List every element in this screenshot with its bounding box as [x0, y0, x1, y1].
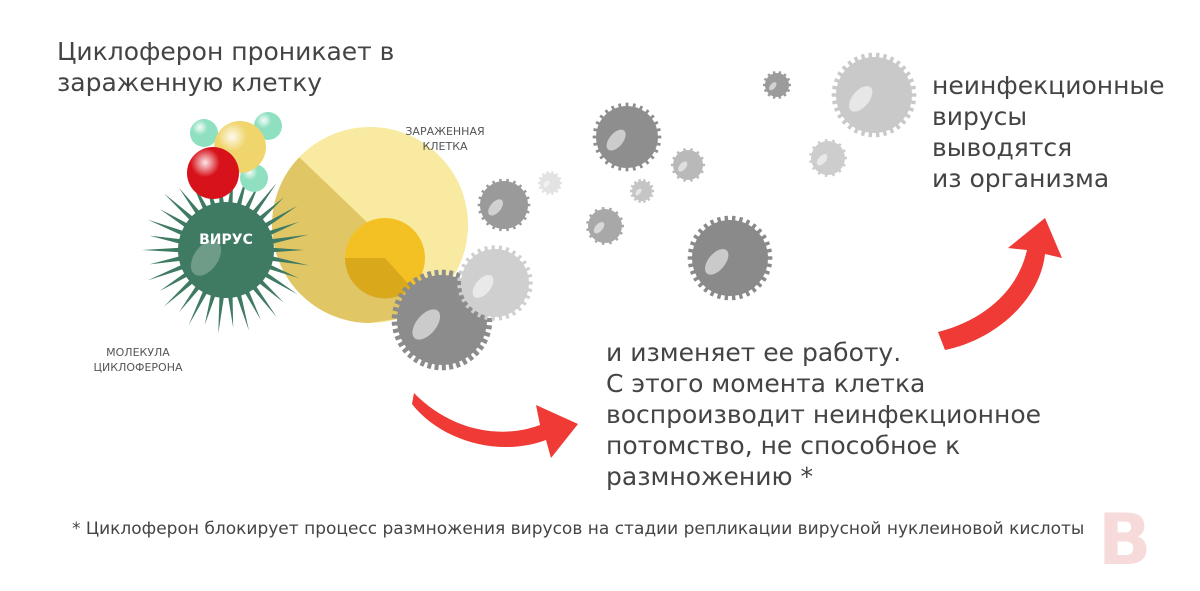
curved-arrow-icon	[412, 393, 578, 458]
text-line: неинфекционные	[932, 71, 1165, 100]
virus-label: ВИРУС	[199, 232, 253, 248]
progeny-virus-icon	[586, 206, 624, 246]
footnote: * Циклоферон блокирует процесс размножен…	[72, 519, 1085, 539]
heading-line: зараженную клетку	[57, 68, 323, 97]
molecule-label: МОЛЕКУЛА ЦИКЛОФЕРОНА	[78, 345, 198, 375]
text-line: и изменяет ее работу.	[606, 338, 902, 367]
progeny-virus-icon	[831, 52, 917, 138]
cycloferon-molecule-icon	[187, 112, 282, 199]
text-line: С этого момента клетка	[606, 369, 926, 398]
virus-icon	[142, 166, 309, 334]
progeny-virus-icon	[671, 148, 705, 182]
label-line: ЦИКЛОФЕРОНА	[93, 361, 183, 374]
text-line: вирусы	[932, 102, 1028, 131]
progeny-virus-icon	[477, 178, 531, 232]
change-text: и изменяет ее работу. С этого момента кл…	[606, 337, 1146, 492]
text-line: воспроизводит неинфекционное	[606, 400, 1041, 429]
text-line: из организма	[932, 164, 1110, 193]
heading: Циклоферон проникает в зараженную клетку	[57, 36, 417, 98]
excretion-text: неинфекционные вирусы выводятся из орган…	[932, 70, 1165, 194]
infected-cell-icon	[272, 127, 468, 323]
logo: B	[1098, 499, 1152, 581]
progeny-virus-icon	[538, 171, 562, 195]
label-line: ЗАРАЖЕННАЯ	[405, 125, 485, 138]
text-line: потомство, не способное к	[606, 431, 961, 460]
label-line: МОЛЕКУЛА	[106, 346, 170, 359]
progeny-virus-icon	[457, 245, 533, 321]
text-line: размножению *	[606, 462, 813, 491]
progeny-virus-icon	[592, 102, 662, 172]
text-line: выводятся	[932, 133, 1073, 162]
progeny-virus-icon	[763, 71, 791, 99]
progeny-virus-icon	[687, 215, 773, 301]
heading-line: Циклоферон проникает в	[57, 37, 395, 66]
label-line: КЛЕТКА	[422, 140, 468, 153]
progeny-viruses	[391, 52, 917, 371]
curved-arrow-icon	[938, 218, 1062, 350]
infected-cell-label: ЗАРАЖЕННАЯ КЛЕТКА	[390, 124, 500, 154]
progeny-virus-icon	[630, 179, 654, 203]
progeny-virus-icon	[809, 138, 847, 178]
